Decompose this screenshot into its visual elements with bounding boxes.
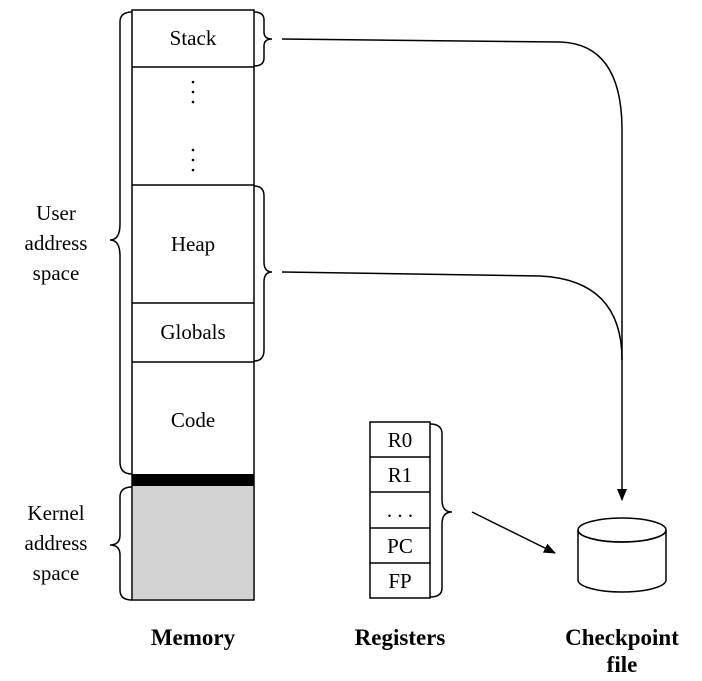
register-fp: FP	[388, 569, 411, 593]
stack-label: Stack	[170, 26, 217, 50]
kernel-area	[133, 486, 253, 599]
checkpoint-disk-icon	[577, 517, 667, 593]
registers-brace	[429, 423, 453, 598]
checkpoint-caption-line1: Checkpoint	[565, 625, 679, 650]
kernel-address-space-label: Kernel address space	[25, 501, 88, 585]
register-pc: PC	[387, 534, 413, 558]
svg-text:address: address	[25, 531, 88, 555]
registers-to-checkpoint-arrow	[471, 511, 556, 554]
svg-text:address: address	[25, 231, 88, 255]
register-r0: R0	[388, 428, 413, 452]
stack-brace	[253, 11, 273, 67]
heap-label: Heap	[171, 232, 215, 256]
svg-text:space: space	[33, 561, 80, 585]
user-space-brace	[109, 11, 133, 475]
memory-column: Stack Heap Globals Code Memory	[131, 9, 255, 650]
registers-caption: Registers	[355, 625, 446, 650]
kernel-space-brace	[109, 486, 133, 601]
svg-text:User: User	[36, 201, 76, 225]
svg-text:space: space	[33, 261, 80, 285]
kernel-boundary-bar	[132, 474, 254, 486]
svg-text:Kernel: Kernel	[27, 501, 84, 525]
memory-outline	[131, 9, 255, 601]
checkpoint-caption-line2: file	[607, 652, 638, 677]
stack-to-checkpoint-arrow	[281, 38, 627, 501]
code-label: Code	[171, 408, 215, 432]
user-address-space-label: User address space	[25, 201, 88, 285]
heap-to-checkpoint-arrow	[281, 271, 623, 361]
register-ellipsis: . . .	[387, 498, 413, 522]
register-r1: R1	[388, 463, 413, 487]
heap-globals-brace	[253, 185, 273, 362]
registers-outline	[369, 421, 431, 599]
registers-column: R0 R1 . . . PC FP Registers	[355, 421, 446, 650]
globals-label: Globals	[160, 320, 225, 344]
ellipsis-dots	[191, 80, 195, 172]
memory-caption: Memory	[151, 625, 236, 650]
